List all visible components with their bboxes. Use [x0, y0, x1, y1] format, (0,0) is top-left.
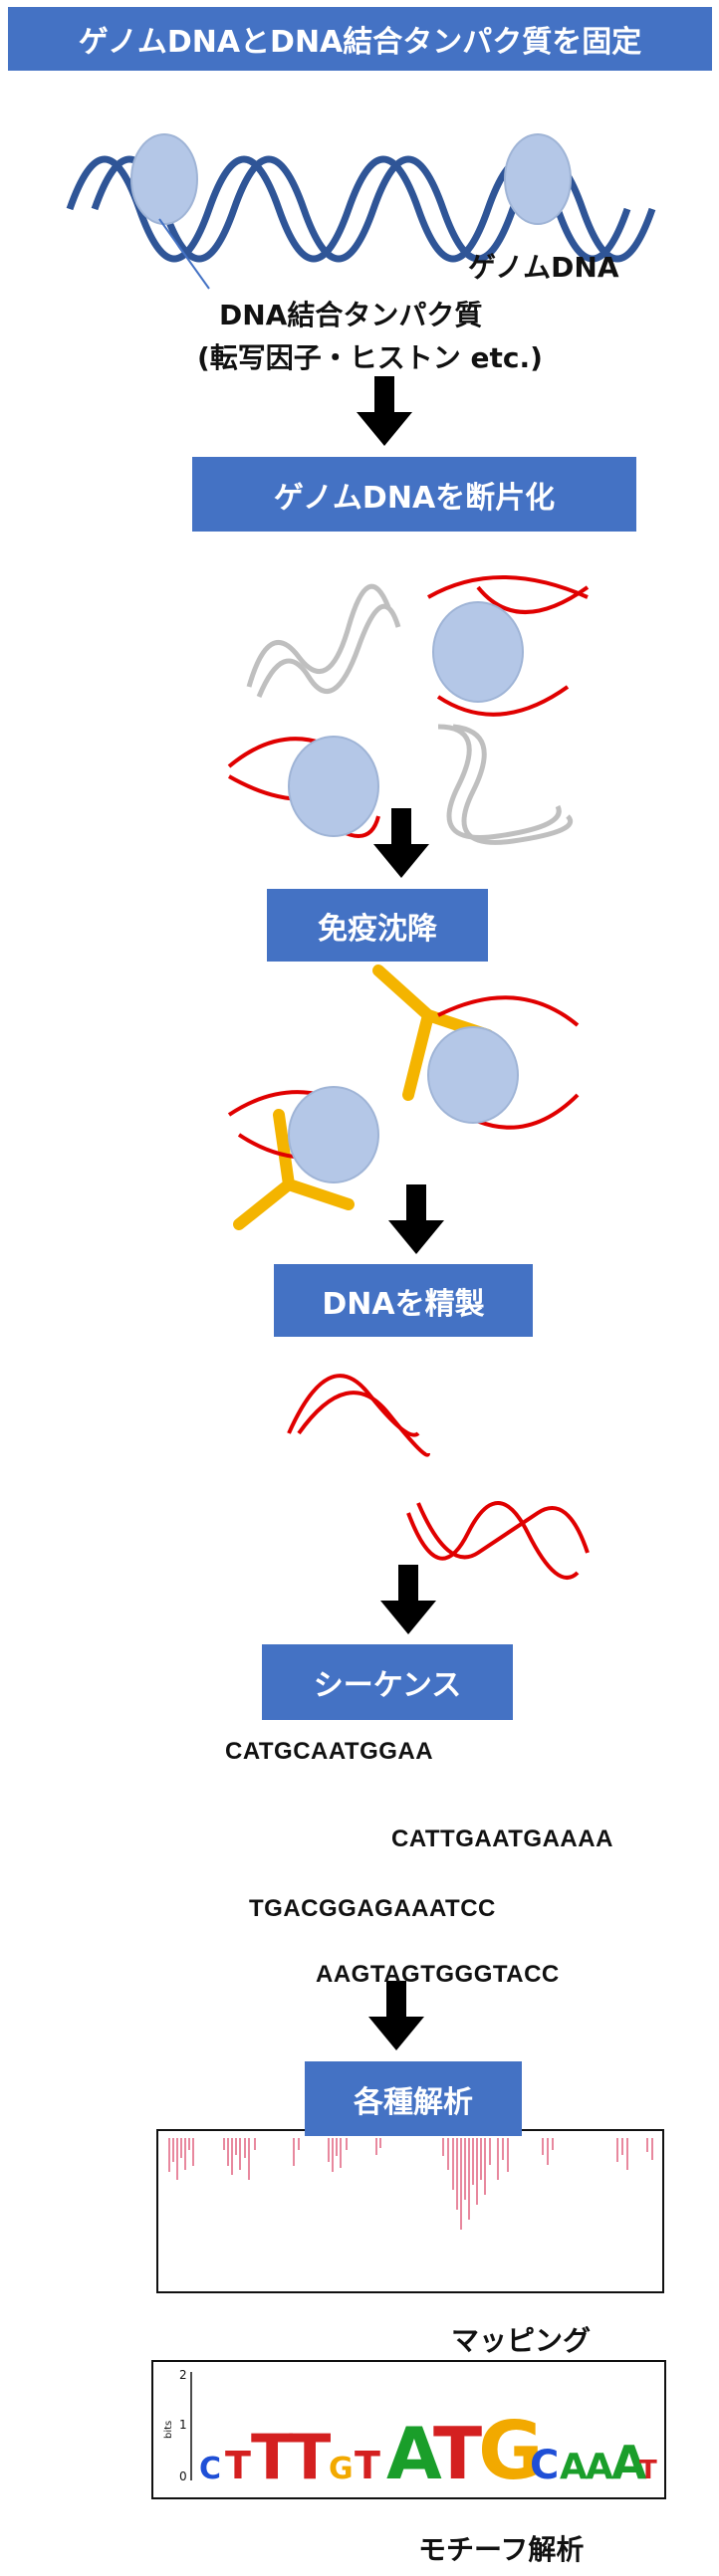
motif-letter: T	[433, 2412, 482, 2495]
read-4: AAGTAGTGGGTACC	[316, 1961, 560, 1988]
read-3: TGACGGAGAAATCC	[249, 1895, 496, 1922]
mapping-label: マッピング	[451, 2324, 592, 2357]
fragment-red-1	[427, 575, 590, 717]
step-purify: DNAを精製	[274, 1264, 533, 1337]
motif-letter: A	[386, 2412, 442, 2495]
motif-letter: T	[639, 2456, 657, 2485]
ip-protein-2	[288, 1086, 379, 1183]
genome-dna-label: ゲノムDNA	[468, 251, 619, 284]
arrow-1	[357, 376, 412, 446]
read-1: CATGCAATGGAA	[225, 1738, 434, 1765]
motif-letter: C	[530, 2443, 559, 2488]
step-sequence-label: シーケンス	[313, 1668, 462, 1703]
header-title-box: ゲノムDNAとDNA結合タンパク質を固定	[8, 7, 712, 71]
motif-letter: G	[478, 2405, 544, 2497]
antibody-2	[233, 1109, 355, 1230]
motif-letter: T	[225, 2444, 251, 2487]
motif-letter: G	[329, 2452, 354, 2486]
fragment-gray-1	[246, 583, 401, 698]
motif-y-axis-label: bits	[163, 2421, 174, 2439]
step-sequence: シーケンス	[262, 1644, 513, 1720]
binding-protein-label-line1: DNA結合タンパク質	[219, 299, 483, 331]
motif-letter: A	[586, 2447, 613, 2487]
motif-letter: A	[611, 2436, 647, 2489]
motif-letter: C	[199, 2452, 221, 2486]
step-fragment: ゲノムDNAを断片化	[192, 457, 636, 532]
dna-protein-left	[130, 133, 198, 225]
motif-y-tick-top: 2	[179, 2368, 187, 2382]
step-analysis-label: 各種解析	[354, 2084, 473, 2120]
step-analysis: 各種解析	[305, 2061, 522, 2136]
arrow-5	[368, 1981, 424, 2050]
ip-protein-1	[427, 1026, 519, 1124]
motif-letter: T	[251, 2421, 293, 2493]
dna-protein-right	[504, 133, 572, 225]
step-ip-label: 免疫沈降	[318, 911, 437, 947]
motif-letter: A	[560, 2447, 588, 2487]
arrow-2	[373, 808, 429, 878]
motif-y-tick-bottom: 0	[179, 2469, 187, 2483]
purified-dna-2	[406, 1501, 590, 1580]
arrow-3	[388, 1184, 444, 1254]
header-title: ゲノムDNAとDNA結合タンパク質を固定	[78, 25, 642, 60]
read-2: CATTGAATGAAAA	[391, 1825, 613, 1852]
arrow-4	[380, 1565, 436, 1634]
fragment-gray-2	[437, 724, 574, 845]
fragment-protein-1	[432, 601, 524, 703]
step-ip: 免疫沈降	[267, 889, 488, 962]
purified-dna-1	[287, 1374, 430, 1457]
motif-letter: T	[355, 2444, 380, 2487]
motif-y-tick-mid: 1	[179, 2418, 187, 2432]
mapping-frame	[156, 2129, 664, 2293]
step-fragment-label: ゲノムDNAを断片化	[273, 480, 556, 516]
step-purify-label: DNAを精製	[322, 1286, 485, 1322]
pileup-tracks	[168, 2138, 653, 2230]
binding-protein-label-line2: (転写因子・ヒストン etc.)	[197, 341, 543, 374]
motif-label: モチーフ解析	[418, 2533, 585, 2566]
motif-letters: C T T T G T A T G C A A A T	[199, 2405, 657, 2497]
motif-frame	[151, 2360, 666, 2499]
protein-pointer-line	[158, 218, 210, 290]
fragment-protein-2	[288, 736, 379, 837]
motif-letter: T	[289, 2421, 331, 2493]
